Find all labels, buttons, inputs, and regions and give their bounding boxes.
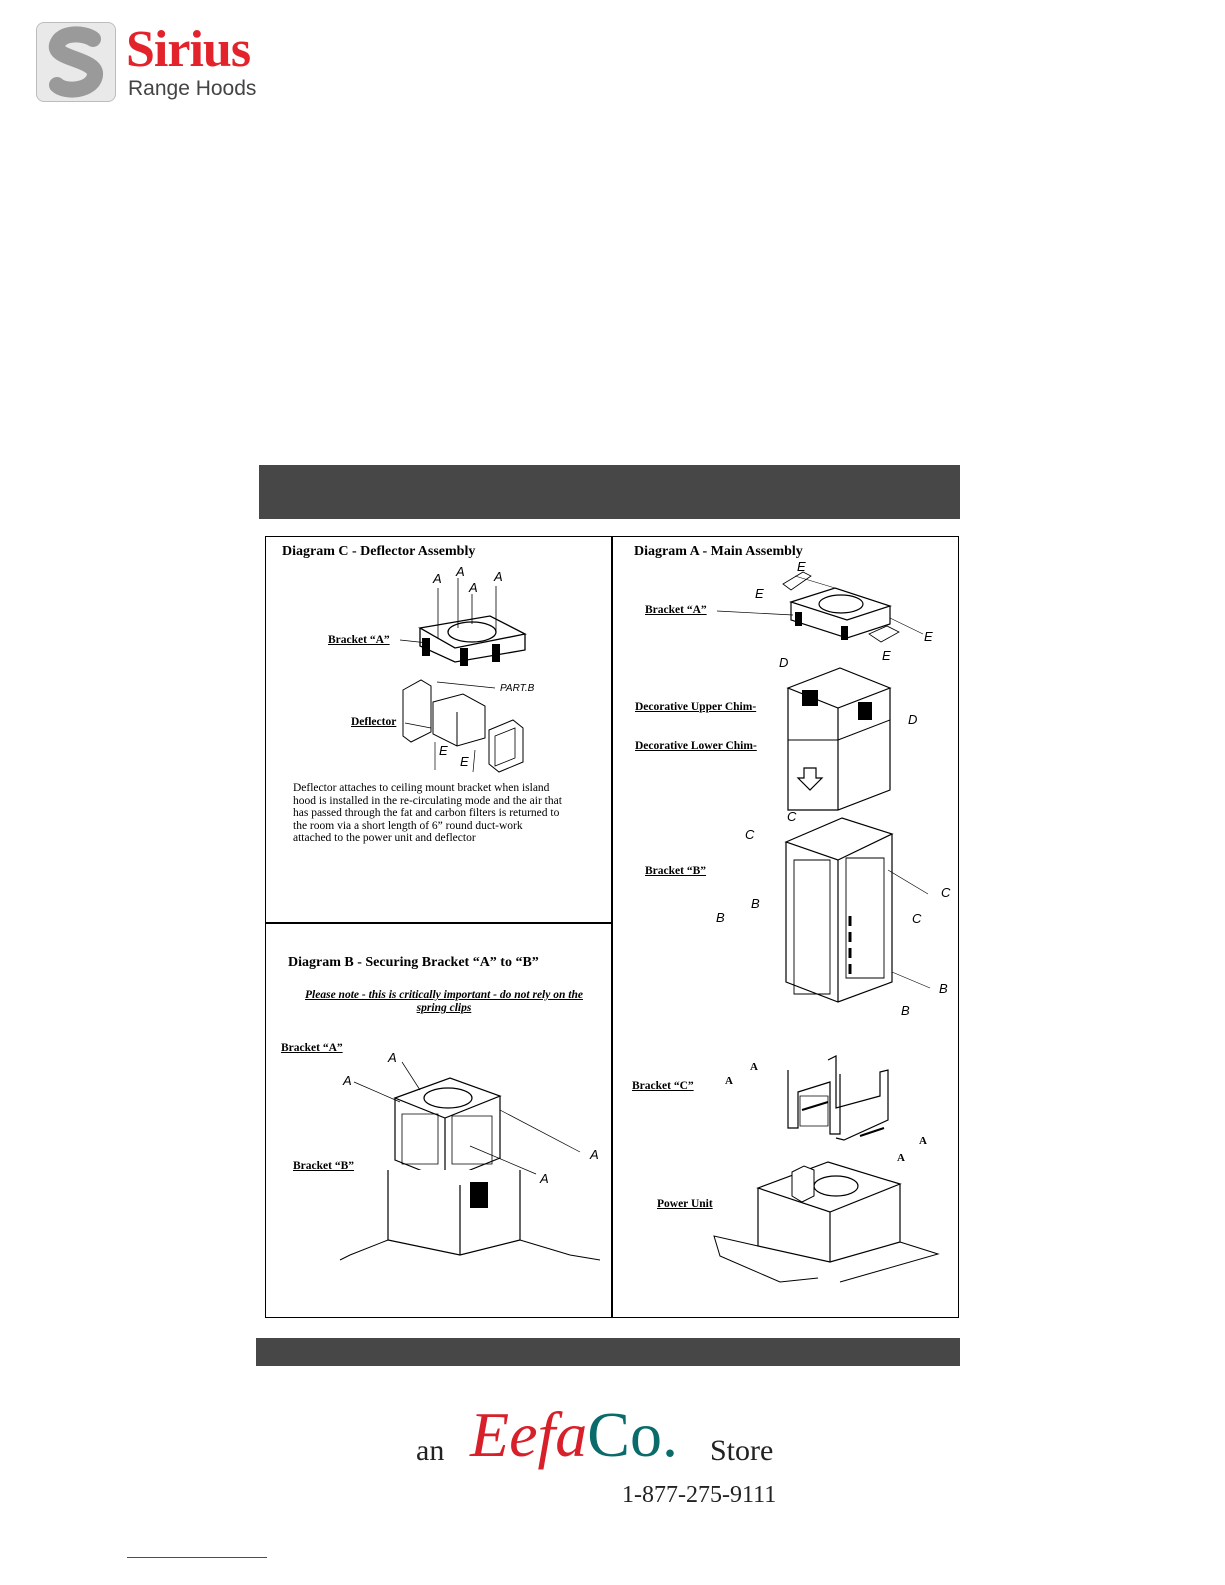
diagram-a-bracket-c-label-a3: A: [919, 1135, 927, 1147]
diagram-c-bracket-a-callout: Bracket “A”: [328, 634, 390, 646]
diagram-a-bracket-c-callout: Bracket “C”: [632, 1080, 694, 1092]
diagram-a-label-c4: C: [912, 911, 922, 926]
diagram-a-label-b1: B: [751, 896, 760, 911]
diagram-a-bracket-c-label-a1: A: [750, 1061, 758, 1073]
store-name-suffix: Co.: [587, 1399, 678, 1470]
logo-subtitle: Range Hoods: [128, 77, 257, 100]
diagram-b-label-a1: A: [388, 1050, 397, 1065]
frame-divider-horizontal: [265, 922, 612, 924]
diagram-a-label-c1: C: [745, 827, 755, 842]
diagram-a-chimney-art: [780, 660, 910, 820]
diagram-a-label-b2: B: [716, 910, 725, 925]
diagram-b-label-a2: A: [343, 1073, 352, 1088]
diagram-c-label-a2: A: [456, 564, 465, 579]
diagram-c-deflector-leader: [405, 722, 435, 732]
diagram-a-label-d2: D: [908, 712, 918, 727]
diagram-b-label-a3: A: [590, 1147, 599, 1162]
diagram-a-label-b4: B: [901, 1003, 910, 1018]
logo-s-icon: [36, 22, 116, 102]
store-prefix: an: [416, 1434, 445, 1467]
diagram-a-lower-chimney-callout: Decorative Lower Chim-: [635, 740, 757, 752]
diagram-a-bracket-b-art: [780, 812, 940, 1012]
diagram-a-bracket-a-callout: Bracket “A”: [645, 604, 707, 616]
store-name: EefaCo.: [470, 1400, 678, 1470]
diagram-a-bracket-c-art: [770, 1052, 920, 1162]
diagram-b-warning: Please note - this is critically importa…: [305, 989, 583, 1014]
diagram-b-bracket-b-callout: Bracket “B”: [293, 1160, 355, 1172]
diagram-a-label-e1: E: [797, 559, 806, 574]
diagram-b-bracket-a-callout: Bracket “A”: [281, 1042, 343, 1054]
diagram-c-deflector-art: [395, 672, 535, 782]
frame-divider-vertical: [611, 536, 613, 1318]
store-suffix: Store: [710, 1434, 774, 1467]
diagram-a-label-e3: E: [924, 629, 933, 644]
logo-brand-name: Sirius: [126, 21, 251, 78]
diagram-c-label-a4: A: [494, 569, 503, 584]
diagram-a-bracket-b-callout: Bracket “B”: [645, 865, 707, 877]
store-phone: 1-877-275-9111: [622, 1482, 777, 1508]
diagram-c-label-a1: A: [433, 571, 442, 586]
diagram-a-bracket-a-art: [775, 562, 935, 662]
diagram-c-label-a3: A: [469, 580, 478, 595]
diagram-c-label-e1: E: [439, 743, 448, 758]
diagram-c-description: Deflector attaches to ceiling mount brac…: [293, 782, 562, 844]
diagram-b-label-a4: A: [540, 1171, 549, 1186]
header-bar: [259, 465, 960, 519]
store-name-main: Eefa: [470, 1399, 588, 1470]
diagram-c-bracket-art: [400, 568, 550, 666]
diagram-a-upper-chimney-callout: Decorative Upper Chim-: [635, 701, 757, 713]
diagram-c-title: Diagram C - Deflector Assembly: [282, 544, 476, 559]
diagram-a-bracket-c-label-a2: A: [725, 1075, 733, 1087]
diagram-b-title: Diagram B - Securing Bracket “A” to “B”: [288, 955, 539, 970]
diagram-c-bracket-a-leader: [400, 638, 430, 648]
footer-bar: [256, 1338, 960, 1366]
diagram-a-label-b3: B: [939, 981, 948, 996]
diagram-c-deflector-callout: Deflector: [351, 716, 397, 728]
diagram-a-power-unit-art: [700, 1150, 950, 1290]
diagram-a-label-e2: E: [755, 586, 764, 601]
diagram-c-label-e2: E: [460, 754, 469, 769]
diagram-a-label-d1: D: [779, 655, 789, 670]
diagram-a-label-c2: C: [787, 809, 797, 824]
diagram-a-bracket-a-leader: [717, 610, 797, 620]
diagram-c-part-b-label: PART.B: [500, 683, 535, 694]
eefaco-store-logo: an EefaCo. Store 1-877-275-9111: [410, 1400, 810, 1510]
diagram-a-label-e4: E: [882, 648, 891, 663]
diagram-b-art: [340, 1050, 610, 1270]
diagram-a-bracket-c-label-a4: A: [897, 1152, 905, 1164]
diagram-a-power-unit-callout: Power Unit: [657, 1198, 713, 1210]
diagram-a-label-c3: C: [941, 885, 951, 900]
sirius-logo: Sirius Range Hoods: [36, 22, 336, 104]
link-underline[interactable]: [127, 1557, 267, 1558]
diagram-a-title: Diagram A - Main Assembly: [634, 544, 803, 559]
